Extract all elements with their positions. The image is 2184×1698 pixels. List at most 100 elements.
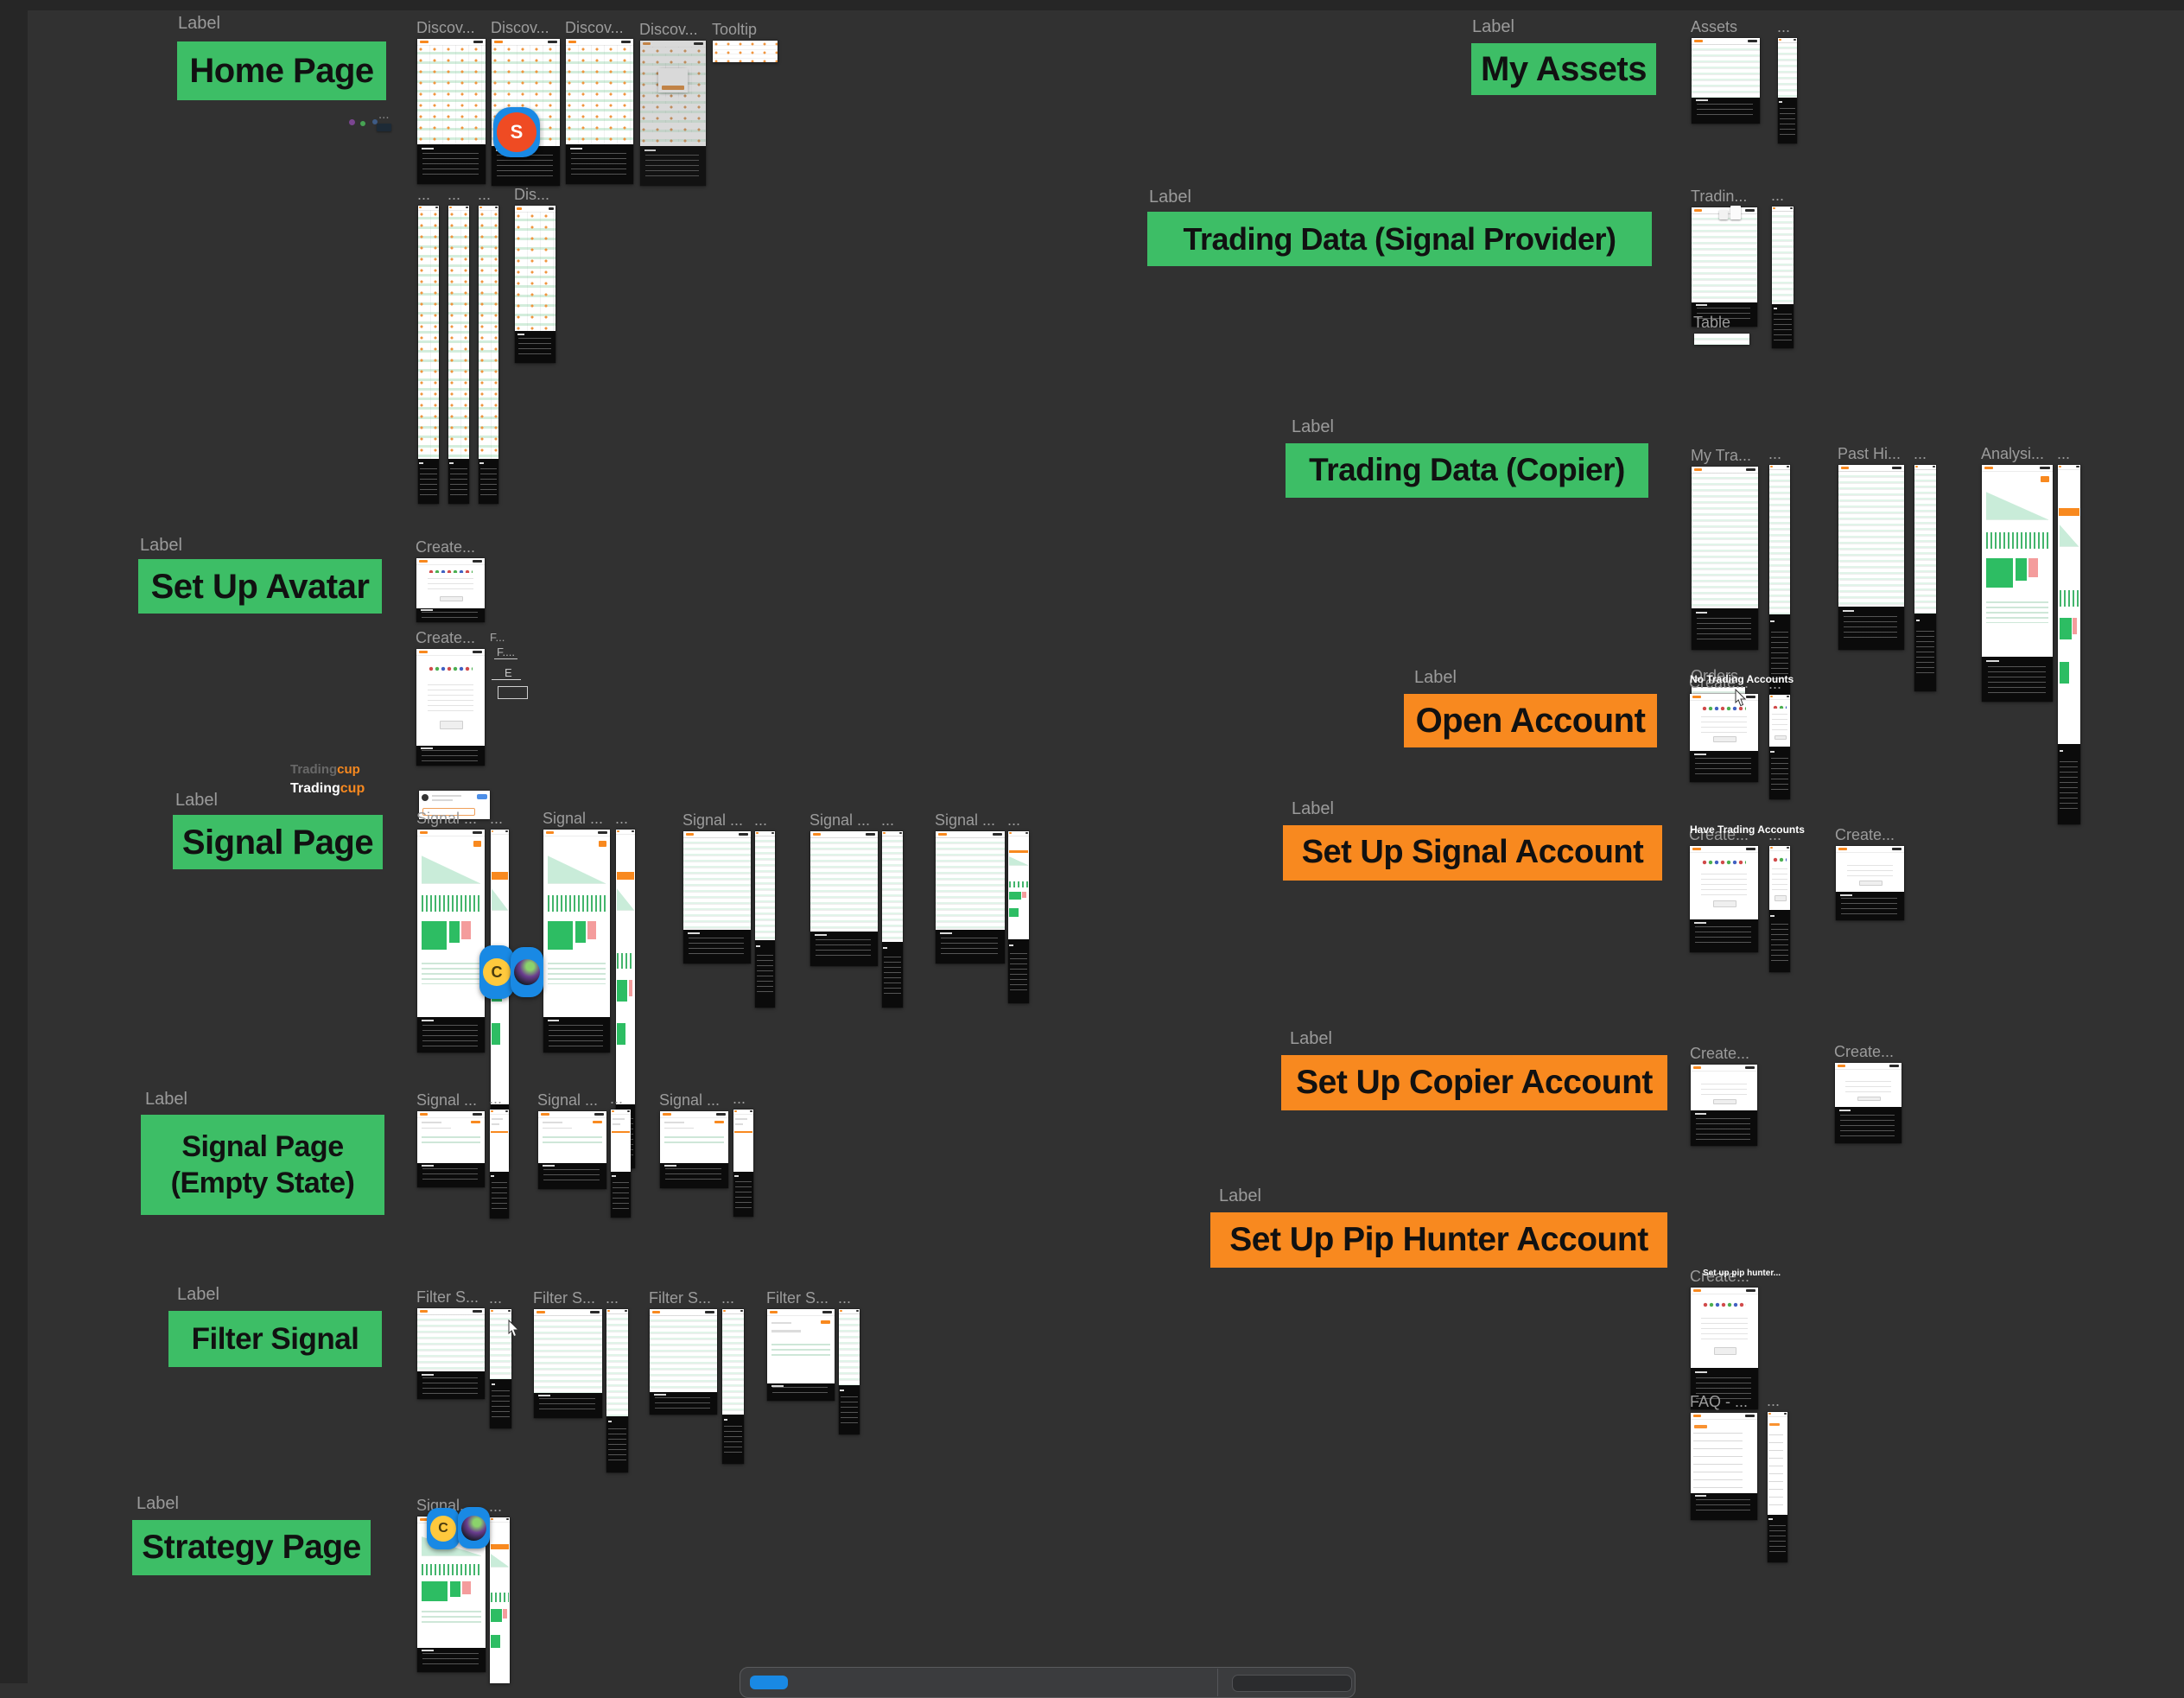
frame-title[interactable]: Filter S... [649,1289,712,1307]
frame-thumbnail[interactable] [1835,1063,1901,1143]
frame-thumbnail[interactable] [1768,1412,1787,1562]
frame-thumbnail[interactable] [543,830,610,1053]
section-label-trading-data-signal-provider[interactable]: Trading Data (Signal Provider) [1147,212,1652,266]
frame-title[interactable]: ... [2057,445,2071,462]
frame-thumbnail[interactable] [417,39,486,184]
canvas-text[interactable]: ... [378,107,390,122]
frame-title[interactable]: Create... [1689,826,1749,843]
frame-thumbnail[interactable] [416,649,485,766]
frame-title[interactable]: ... [1768,675,1782,692]
frame-title[interactable]: Signal ... [809,811,871,829]
collaborator-avatar-photo[interactable] [458,1507,490,1549]
frame-title[interactable]: ... [1777,18,1791,35]
toolbar-secondary-button[interactable] [1232,1675,1352,1692]
frame-thumbnail[interactable] [418,206,439,504]
frame-thumbnail[interactable] [1008,831,1029,1003]
canvas-text[interactable]: F... [490,631,505,644]
frame-title[interactable]: FAQ - ... [1690,1393,1749,1410]
frame-thumbnail[interactable] [490,1517,510,1683]
frame-thumbnail[interactable] [538,1111,606,1189]
frame-thumbnail[interactable] [490,1309,511,1428]
frame-thumbnail[interactable] [1690,694,1758,782]
frame-title[interactable]: Signal ... [682,811,744,829]
frame-title[interactable]: ... [1914,445,1927,462]
collaborator-avatar-photo[interactable] [511,947,543,997]
frame-title[interactable]: Signal ... [537,1091,599,1109]
frame-title[interactable]: Create... [1689,674,1749,691]
frame-thumbnail[interactable] [1982,465,2053,702]
frame-thumbnail[interactable] [1694,334,1749,345]
frame-title[interactable]: ... [615,810,629,827]
frame-thumbnail[interactable] [1772,207,1794,348]
frame-thumbnail[interactable] [650,1309,717,1415]
frame-title[interactable]: Create... [1835,826,1895,843]
frame-thumbnail[interactable] [810,831,878,966]
frame-thumbnail[interactable] [1769,695,1790,799]
section-label-home-page[interactable]: Home Page [177,41,386,100]
tradingcup-logo[interactable]: Tradingcup [290,781,365,797]
frame-title[interactable]: ... [881,811,895,829]
frame-title[interactable]: Table [1693,314,1731,331]
section-label-signal-page-empty-state[interactable]: Signal Page(Empty State) [141,1115,384,1215]
frame-thumbnail[interactable] [1914,465,1936,691]
frame-title[interactable]: ... [489,1090,503,1107]
frame-title[interactable]: Signal ... [659,1091,721,1109]
frame-thumbnail[interactable] [611,1110,631,1218]
frame-title[interactable]: Signal ... [935,811,996,829]
frame-thumbnail[interactable] [1691,1288,1758,1409]
frame-title[interactable]: Assets [1691,18,1738,35]
frame-thumbnail[interactable] [417,830,485,1053]
frame-thumbnail[interactable] [417,1111,485,1187]
frame-title[interactable]: ... [478,186,492,203]
frame-title[interactable]: Create... [416,629,476,646]
frame-thumbnail[interactable] [1692,207,1757,327]
section-label-open-account[interactable]: Open Account [1404,694,1657,747]
frame-thumbnail[interactable] [755,831,775,1008]
frame-title[interactable]: Past Hi... [1838,445,1901,462]
toolbar-ai-button[interactable] [750,1676,788,1689]
frame-title[interactable]: Create... [1690,1268,1750,1285]
frame-thumbnail[interactable] [2058,465,2080,824]
frame-title[interactable]: Discov... [565,19,624,36]
frame-title[interactable]: Tradin... [1691,188,1748,205]
section-label-my-assets[interactable]: My Assets [1471,43,1656,95]
frame-title[interactable]: Discov... [491,19,549,36]
frame-title[interactable]: ... [1768,826,1782,843]
section-label-set-up-pip-hunter-account[interactable]: Set Up Pip Hunter Account [1210,1212,1667,1268]
canvas-text[interactable]: No Trading Accounts [1690,673,1794,685]
frame-thumbnail[interactable] [1836,846,1904,920]
frame-thumbnail[interactable] [936,831,1005,963]
frame-title[interactable]: ... [1007,811,1021,829]
frame-title[interactable]: Create... [1690,1045,1750,1062]
frame-title[interactable]: ... [489,1289,503,1307]
frame-thumbnail[interactable] [683,831,751,963]
frame-title[interactable]: Filter S... [533,1289,596,1307]
frame-title[interactable]: Orders [1691,667,1739,684]
frame-thumbnail[interactable] [515,206,556,363]
canvas-text[interactable]: Set up pip hunter... [1703,1269,1781,1278]
frame-thumbnail[interactable] [1769,465,1790,695]
frame-thumbnail[interactable] [566,39,633,184]
section-label-strategy-page[interactable]: Strategy Page [132,1520,371,1575]
frame-thumbnail[interactable] [534,1309,602,1418]
frame-title[interactable]: Discov... [639,21,698,38]
frame-title[interactable]: Create... [416,538,476,556]
collaborator-avatar[interactable]: S [493,107,540,157]
frame-thumbnail[interactable] [448,206,469,504]
section-label-signal-page[interactable]: Signal Page [173,815,383,869]
frame-thumbnail[interactable] [640,41,706,186]
frame-title[interactable]: Filter S... [766,1289,829,1307]
frame-title[interactable]: Tooltip [712,21,758,38]
frame-thumbnail[interactable] [839,1309,860,1434]
frame-thumbnail[interactable] [1691,1413,1757,1520]
canvas-text[interactable]: Have Trading Accounts [1690,824,1805,836]
frame-thumbnail[interactable] [1778,38,1797,143]
frame-thumbnail[interactable] [722,1309,744,1464]
collaborator-avatar[interactable]: C [427,1508,460,1549]
collaborator-avatar[interactable]: C [479,945,514,999]
canvas-text[interactable]: F.... [497,645,515,658]
frame-thumbnail[interactable] [492,39,560,186]
frame-thumbnail[interactable] [882,831,903,1008]
frame-thumbnail[interactable] [1838,465,1904,650]
